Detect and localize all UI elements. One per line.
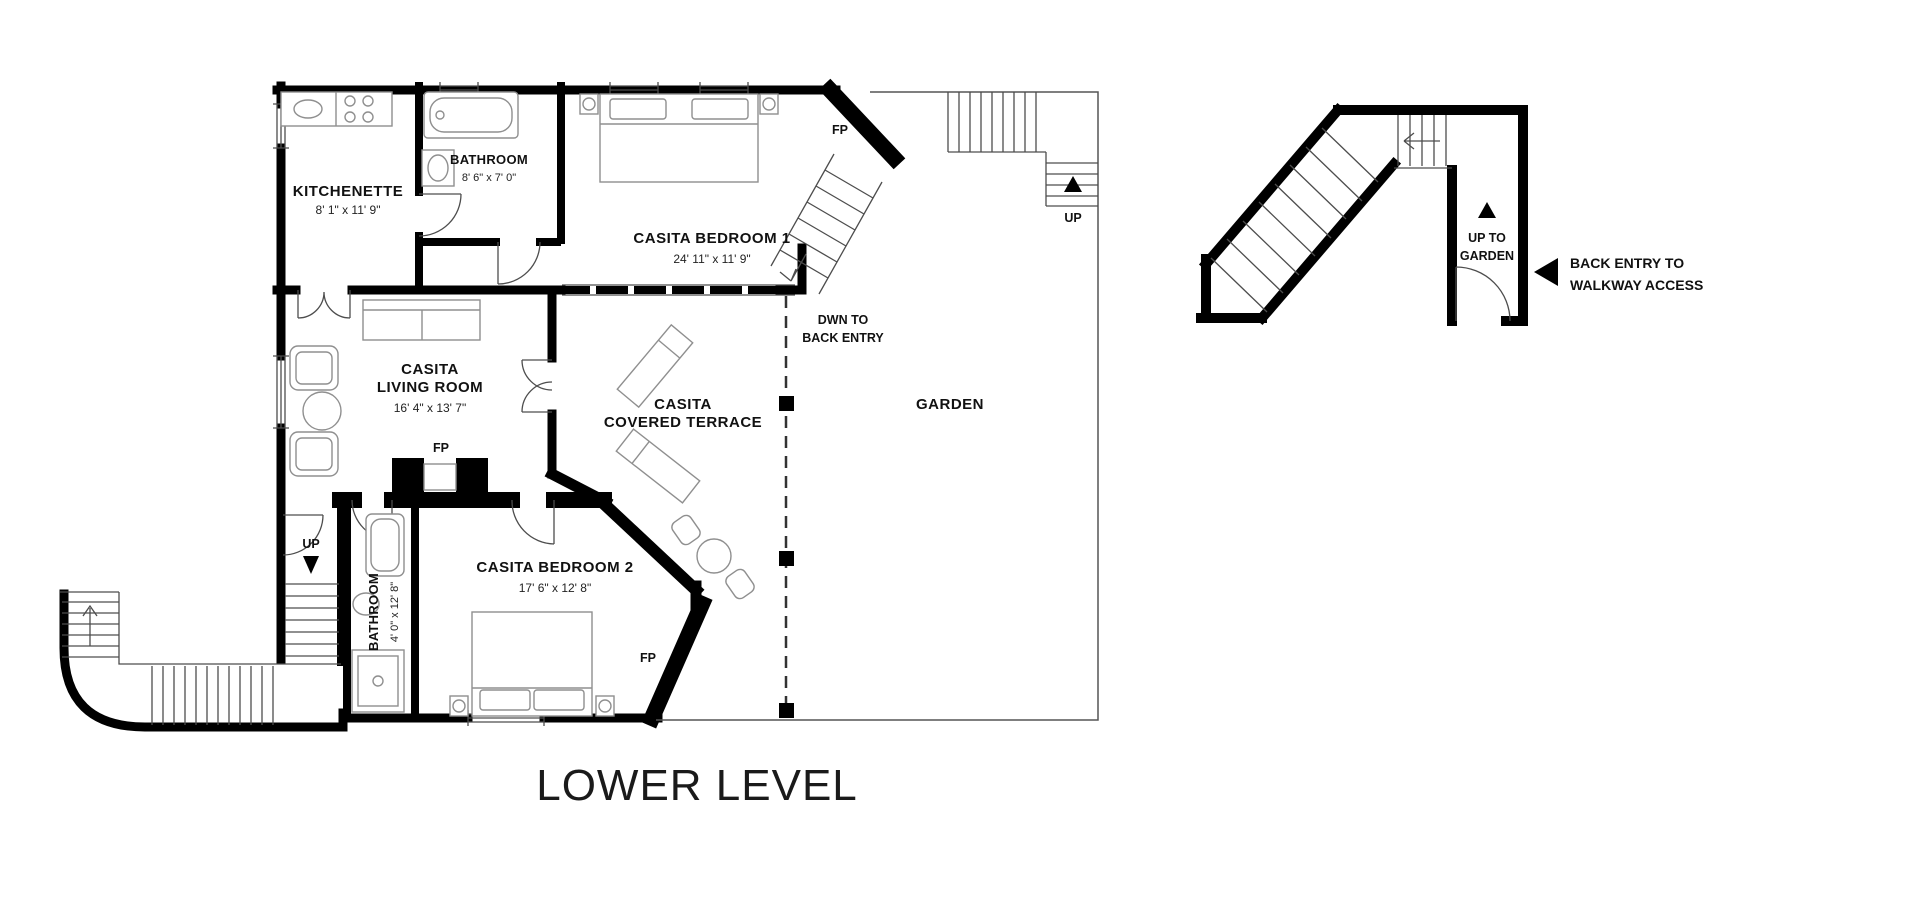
- up-arrow-icon: [1064, 176, 1082, 192]
- fireplace-living: [392, 458, 488, 492]
- labels: KITCHENETTE 8' 1" x 11' 9" BATHROOM 8' 6…: [293, 123, 1704, 810]
- plan-title: LOWER LEVEL: [536, 761, 858, 810]
- up-label-interior: UP: [302, 537, 319, 551]
- terrace-label-1: CASITA: [654, 396, 712, 413]
- fireplace-label: FP: [832, 123, 848, 137]
- bathtub-upper: [423, 91, 519, 139]
- bathtub-lower: [365, 513, 405, 577]
- kitchenette-dims: 8' 1" x 11' 9": [316, 203, 381, 217]
- terrace-table-set: [671, 514, 755, 600]
- sink-lower: [352, 592, 380, 616]
- back-entry-label-1: BACK ENTRY TO: [1570, 255, 1684, 271]
- armchairs: [289, 345, 342, 477]
- terrace-label-2: COVERED TERRACE: [604, 414, 762, 431]
- kitchen-counter: [280, 91, 393, 127]
- walkway-door: [1455, 266, 1511, 322]
- bedroom2-dims: 17' 6" x 12' 8": [519, 581, 591, 595]
- lounge-chair: [615, 428, 701, 504]
- garden-label: GARDEN: [916, 396, 984, 413]
- bathroom-upper-label: BATHROOM: [450, 152, 528, 167]
- back-entry-label-2: WALKWAY ACCESS: [1570, 277, 1703, 293]
- round-table: [302, 391, 342, 431]
- living-room-label-2: LIVING ROOM: [377, 379, 483, 396]
- bed-1: [579, 93, 779, 183]
- sofa: [362, 299, 481, 341]
- living-room-dims: 16' 4" x 13' 7": [394, 401, 466, 415]
- garden-boundary: [656, 91, 1099, 721]
- sink-upper: [421, 149, 455, 187]
- shower: [351, 649, 405, 713]
- up-to-garden-label-2: GARDEN: [1460, 249, 1514, 263]
- down-arrow-icon: [779, 253, 807, 282]
- living-room-label-1: CASITA: [401, 361, 459, 378]
- interior-stairs: [285, 556, 339, 657]
- up-arrow-icon: [82, 604, 98, 646]
- up-to-garden-label-1: UP TO: [1468, 231, 1506, 245]
- left-arrow-icon: [1403, 132, 1440, 150]
- bedroom2-label: CASITA BEDROOM 2: [476, 559, 633, 576]
- down-arrow-icon: [303, 556, 319, 574]
- up-label-garden: UP: [1064, 211, 1081, 225]
- main-walls: [272, 78, 906, 732]
- bathroom-lower-dims: 4' 0" x 12' 8": [389, 582, 401, 642]
- bed-2: [449, 611, 615, 717]
- external-stairs: [59, 589, 348, 732]
- terrace-post: [779, 703, 794, 718]
- dwn-to-back-entry-label-2: BACK ENTRY: [802, 331, 884, 345]
- bedroom1-dims: 24' 11" x 11' 9": [673, 252, 750, 266]
- kitchenette-label: KITCHENETTE: [293, 183, 404, 200]
- up-arrow-icon: [1478, 202, 1496, 218]
- terrace-post: [779, 396, 794, 411]
- back-entry-arrow-icon: [1534, 258, 1558, 286]
- lounge-chair: [616, 323, 694, 409]
- bedroom1-label: CASITA BEDROOM 1: [633, 230, 790, 247]
- bathroom-upper-dims: 8' 6" x 7' 0": [462, 172, 516, 184]
- walkway-structure: [1196, 102, 1558, 326]
- back-entry-stairs: [770, 153, 883, 295]
- bathroom-lower-label: BATHROOM: [366, 573, 381, 651]
- dwn-to-back-entry-label-1: DWN TO: [818, 313, 869, 327]
- fireplace-label: FP: [640, 651, 656, 665]
- fireplace-label: FP: [433, 441, 449, 455]
- terrace-post: [779, 551, 794, 566]
- garden-stairs: [947, 92, 1098, 207]
- furniture: [280, 91, 779, 717]
